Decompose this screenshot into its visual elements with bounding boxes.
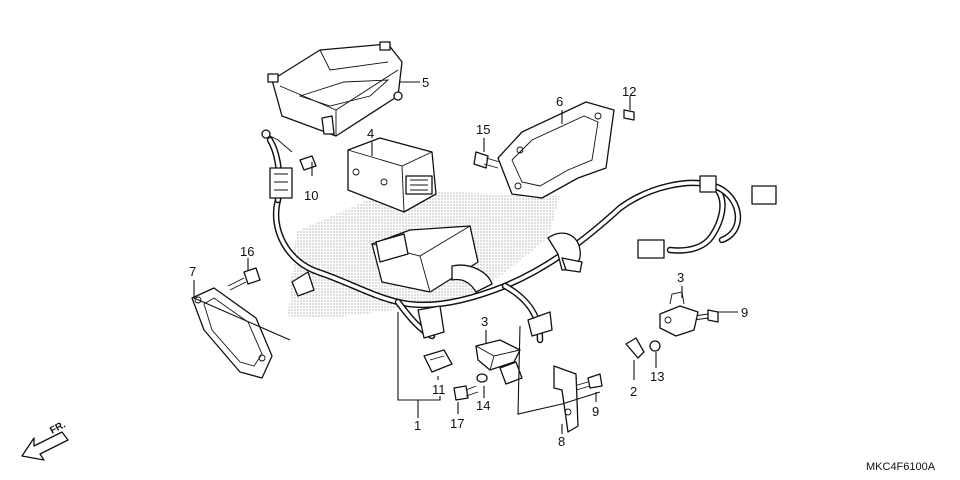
callout-9-right: 9	[741, 305, 748, 320]
harness-connector-top-left	[269, 167, 293, 199]
callout-6: 6	[556, 94, 563, 109]
harness-connector-mid-right	[637, 239, 665, 259]
callout-3-right: 3	[677, 270, 684, 285]
part-4-control-unit	[347, 137, 437, 213]
part-9-bolt-lower	[573, 373, 603, 391]
callout-11: 11	[432, 382, 446, 397]
diagram-code: MKC4F6100A	[866, 461, 936, 473]
harness-junction-box	[371, 225, 493, 293]
main-wire-harness	[266, 136, 742, 344]
callout-5: 5	[422, 75, 429, 90]
part-13-washer	[649, 340, 661, 352]
part-6-cover-plate	[497, 101, 615, 199]
part-5-bracket-box	[267, 41, 403, 137]
callout-2: 2	[630, 384, 637, 399]
callout-8: 7	[189, 264, 196, 279]
callout-14: 14	[476, 398, 490, 413]
part-14-washer	[476, 373, 488, 383]
part-10-bolt	[261, 129, 317, 171]
callout-13: 13	[650, 369, 664, 384]
callout-16: 16	[240, 244, 254, 259]
part-3-sensor-right	[659, 291, 699, 337]
callout-3-middle: 3	[481, 314, 488, 329]
callout-17: 17	[450, 416, 464, 431]
part-12-bolt	[623, 109, 635, 121]
callout-15: 15	[476, 122, 490, 137]
part-3-sensor-middle	[475, 339, 521, 371]
leader-lines	[193, 81, 738, 434]
callout-1: 1	[414, 418, 421, 433]
front-label: FR.	[48, 419, 68, 436]
callout-labels: 5 4 6 12 15 10 16 7 3 9 3 11 13 2 9 14 1…	[189, 75, 748, 449]
part-16-bolt	[227, 267, 261, 291]
part-8-plate	[191, 287, 273, 379]
part-17-bolt	[453, 385, 479, 401]
part-15-bolt	[473, 151, 501, 169]
part-11-connector	[423, 349, 453, 373]
harness-connector-lower	[499, 361, 523, 385]
callout-12: 12	[622, 84, 636, 99]
callout-7: 8	[558, 434, 565, 449]
front-direction-arrow: FR.	[21, 419, 69, 461]
harness-connector-right	[751, 185, 777, 205]
callout-9-lower: 9	[592, 404, 599, 419]
part-7-bracket	[553, 365, 579, 433]
part-2-stay	[625, 337, 645, 359]
callout-4: 4	[367, 126, 374, 141]
callout-10: 10	[304, 188, 318, 203]
